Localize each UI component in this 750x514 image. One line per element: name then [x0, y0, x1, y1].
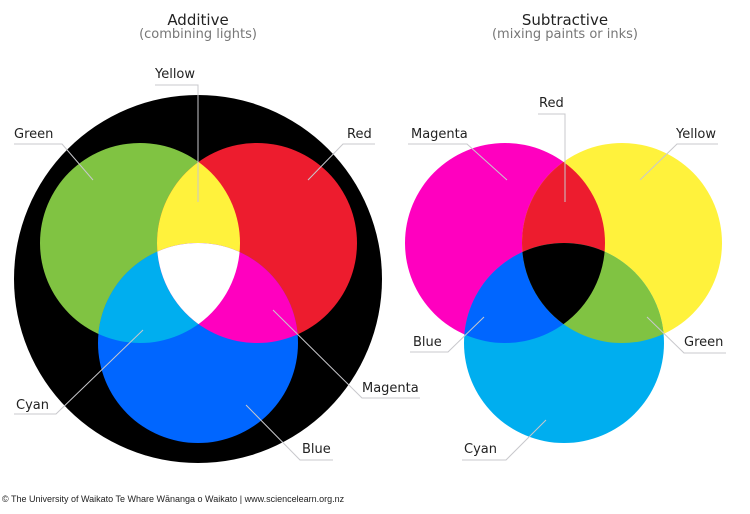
leader-line-cyan-sub — [462, 419, 547, 461]
subtractive-label-green: Green — [684, 335, 724, 350]
subtractive-blue-overlap — [464, 243, 605, 343]
leader-line-blue — [245, 404, 333, 461]
additive-label-magenta: Magenta — [362, 381, 419, 396]
additive-magenta-overlap — [157, 243, 298, 343]
leader-line-yellow — [155, 84, 199, 202]
subtractive-label-cyan: Cyan — [464, 442, 497, 457]
additive-label-yellow: Yellow — [155, 67, 196, 82]
subtractive-diagram — [405, 113, 726, 461]
leader-line-magenta-sub — [408, 143, 508, 181]
leader-line-red — [307, 143, 375, 181]
additive-diagram — [14, 84, 420, 463]
subtractive-label-magenta: Magenta — [411, 127, 468, 142]
subtractive-subtitle: (mixing paints or inks) — [491, 27, 638, 42]
subtractive-label-yellow: Yellow — [676, 127, 717, 142]
leader-line-magenta — [272, 309, 420, 399]
leader-line-green-sub — [646, 316, 726, 354]
leader-line-green — [14, 143, 94, 181]
additive-title: Additive — [167, 11, 229, 29]
leader-line-cyan — [14, 329, 144, 415]
additive-label-blue: Blue — [302, 442, 331, 457]
additive-subtitle: (combining lights) — [139, 27, 257, 42]
subtractive-title: Subtractive — [521, 11, 609, 29]
additive-label-cyan: Cyan — [16, 398, 49, 413]
leader-line-red-sub — [538, 113, 566, 202]
leader-line-blue-sub — [410, 316, 485, 353]
copyright-footer: © The University of Waikato Te Whare Wān… — [2, 494, 345, 504]
subtractive-green-overlap — [522, 243, 664, 343]
subtractive-label-red: Red — [539, 96, 564, 111]
additive-label-green: Green — [14, 127, 54, 142]
leader-line-yellow-sub — [639, 143, 718, 181]
subtractive-label-blue: Blue — [413, 335, 442, 350]
additive-label-red: Red — [347, 127, 372, 142]
additive-cyan-overlap — [98, 243, 240, 343]
